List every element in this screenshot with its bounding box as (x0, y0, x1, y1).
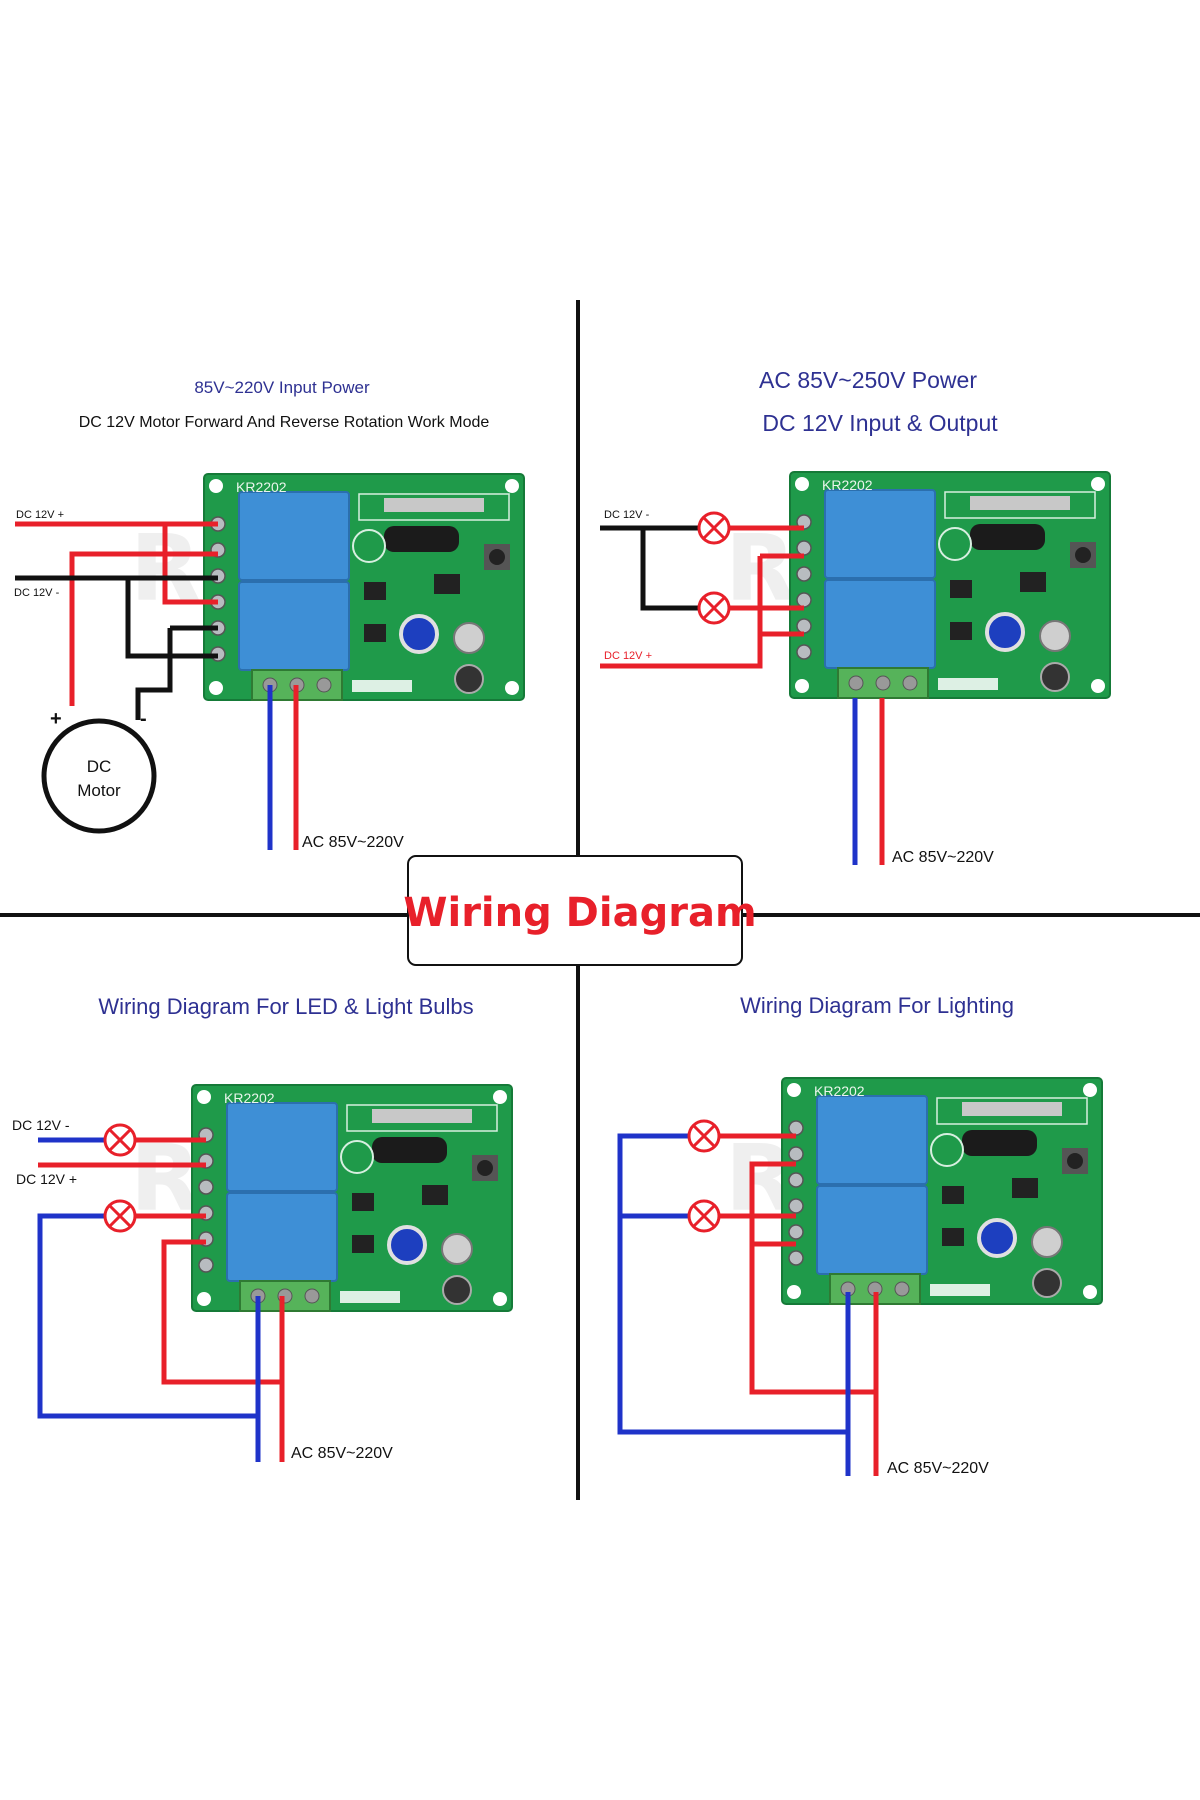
top-right-title-line2: DC 12V Input & Output (762, 410, 998, 436)
dc-motor-symbol (41, 718, 157, 834)
wire-red (162, 524, 218, 605)
wire-red (69, 551, 218, 706)
panel-bottom-right: Wiring Diagram For Lighting R m KR2202 A… (617, 993, 1104, 1477)
bulb-icon (697, 591, 731, 625)
ac-input-label: AC 85V~220V (892, 849, 994, 866)
motor-plus-label: + (50, 708, 62, 730)
bulb-icon (687, 1119, 721, 1153)
wire-black (135, 628, 173, 720)
wire-blue (617, 1133, 848, 1435)
relay-board (202, 472, 526, 702)
motor-label-line1: DC (87, 757, 112, 776)
dc-plus-label: DC 12V + (604, 650, 652, 662)
bottom-right-title: Wiring Diagram For Lighting (740, 993, 1014, 1018)
bulb-icon (103, 1199, 137, 1233)
wire-red (600, 556, 763, 669)
wire-blue (37, 1213, 258, 1419)
motor-label-line2: Motor (77, 781, 121, 800)
wire-red (161, 1239, 282, 1385)
wire-red (749, 1161, 876, 1395)
ac-input-label: AC 85V~220V (887, 1460, 989, 1477)
wire-black (640, 528, 699, 611)
relay-board (780, 1076, 1104, 1306)
top-right-title-line1: AC 85V~250V Power (759, 367, 977, 393)
panel-top-left: 85V~220V Input Power DC 12V Motor Forwar… (14, 378, 526, 851)
ac-input-label: AC 85V~220V (291, 1445, 393, 1462)
board-model-label: KR2202 (236, 479, 287, 495)
board-model-label: KR2202 (224, 1090, 275, 1106)
center-title: Wiring Diagram (403, 890, 756, 936)
dc-minus-label: DC 12V - (604, 509, 650, 521)
center-title-box (407, 855, 743, 966)
top-left-subtitle: 85V~220V Input Power (194, 378, 370, 397)
wire-black (125, 578, 218, 659)
dc-plus-label: DC 12V + (16, 509, 64, 521)
bulb-icon (687, 1199, 721, 1233)
dc-minus-label: DC 12V - (14, 587, 60, 599)
board-model-label: KR2202 (822, 477, 873, 493)
bottom-left-title: Wiring Diagram For LED & Light Bulbs (98, 994, 473, 1019)
relay-board (190, 1083, 514, 1313)
dc-plus-label: DC 12V + (16, 1171, 77, 1187)
board-model-label: KR2202 (814, 1083, 865, 1099)
bulb-icon (103, 1123, 137, 1157)
panel-bottom-left: Wiring Diagram For LED & Light Bulbs R m… (12, 994, 514, 1462)
ac-input-label: AC 85V~220V (302, 834, 404, 851)
bulb-icon (697, 511, 731, 545)
top-left-title: DC 12V Motor Forward And Reverse Rotatio… (79, 414, 490, 431)
dc-minus-label: DC 12V - (12, 1117, 70, 1133)
relay-board (788, 470, 1112, 700)
panel-top-right: AC 85V~250V Power DC 12V Input & Output … (600, 367, 1112, 866)
motor-minus-label: - (140, 708, 147, 730)
